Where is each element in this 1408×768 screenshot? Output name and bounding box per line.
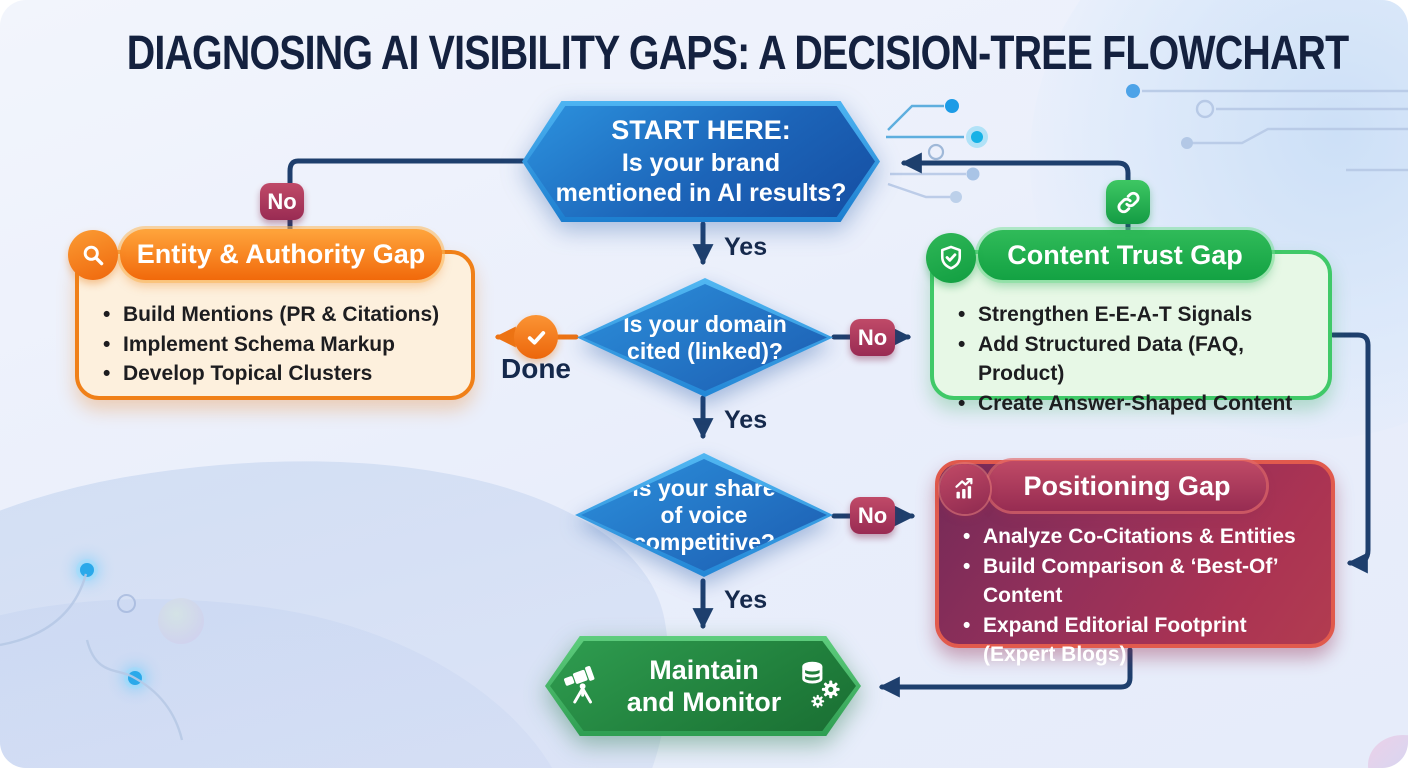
decision-text-line: of voice: [660, 501, 748, 528]
yes-label-1: Yes: [724, 233, 768, 261]
entity-gap-list: Build Mentions (PR & Citations) Implemen…: [79, 254, 471, 389]
connector-content-to-positioning: [1330, 332, 1371, 574]
positioning-gap-list: Analyze Co-Citations & Entities Build Co…: [939, 464, 1331, 670]
positioning-gap-title-text: Positioning Gap: [1023, 470, 1231, 501]
content-gap-title: Content Trust Gap: [978, 230, 1272, 280]
circuit-trace: [887, 182, 950, 199]
content-gap-title-text: Content Trust Gap: [1007, 239, 1243, 270]
done-label: Done: [501, 353, 571, 384]
decision-text-line: Is your domain: [623, 310, 787, 337]
decision-domain-cited: Is your domain cited (linked)?: [577, 278, 833, 397]
no-badge-bottom: No: [850, 497, 895, 534]
entity-gap-title: Entity & Authority Gap: [120, 229, 442, 280]
yes-label-3: Yes: [724, 586, 768, 614]
list-item: Expand Editorial Footprint (Expert Blogs…: [963, 611, 1317, 670]
list-item: Develop Topical Clusters: [103, 359, 453, 389]
list-item: Build Comparison & ‘Best-Of’ Content: [963, 552, 1317, 611]
yes-label-2: Yes: [724, 406, 768, 434]
no-badge-middle: No: [850, 319, 895, 356]
connector-content-loop-to-start: [900, 152, 1131, 235]
circuit-trace: [0, 573, 88, 647]
database-gears-icon: [795, 658, 847, 715]
circuit-ring: [927, 143, 945, 161]
start-node-question-line: Is your brand: [621, 149, 781, 177]
circuit-dot: [971, 131, 983, 143]
magnifier-icon: [68, 230, 118, 280]
maintain-text-line: Maintain: [649, 655, 759, 685]
page-title: DIAGNOSING AI VISIBILITY GAPS: A DECISIO…: [126, 27, 1349, 80]
list-item: Analyze Co-Citations & Entities: [963, 522, 1317, 552]
list-item: Build Mentions (PR & Citations): [103, 300, 453, 330]
connector-positioning-to-maintain: [878, 647, 1133, 698]
chart-up-icon: [940, 464, 990, 514]
start-node-question-line: mentioned in AI results?: [555, 179, 847, 207]
link-icon: [1106, 180, 1150, 224]
decision-text-line: cited (linked)?: [627, 337, 783, 364]
entity-gap-title-text: Entity & Authority Gap: [136, 239, 426, 269]
start-node-heading: START HERE:: [611, 115, 791, 145]
shield-check-icon: [926, 233, 976, 283]
connector-no-to-entity: [287, 158, 526, 237]
list-item: Create Answer-Shaped Content: [958, 389, 1310, 419]
no-badge-text: No: [857, 502, 888, 528]
maintain-monitor-node: Maintain and Monitor: [545, 636, 861, 736]
start-node: START HERE: Is your brand mentioned in A…: [522, 101, 880, 222]
done-check-icon: [514, 315, 558, 359]
no-badge-top: No: [260, 183, 304, 220]
list-item: Strengthen E-E-A-T Signals: [958, 300, 1310, 330]
list-item: Add Structured Data (FAQ, Product): [958, 330, 1310, 389]
list-item: Implement Schema Markup: [103, 330, 453, 360]
decision-share-of-voice: Is your share of voice competitive?: [575, 453, 833, 577]
no-badge-text: No: [267, 188, 297, 214]
circuit-dot: [945, 99, 959, 113]
circuit-trace-teal: [887, 104, 944, 131]
circuit-dot: [950, 191, 962, 203]
maintain-text-line: and Monitor: [626, 687, 782, 717]
positioning-gap-title: Positioning Gap: [988, 461, 1266, 511]
telescope-icon: [559, 657, 613, 716]
no-badge-text: No: [857, 324, 888, 350]
circuit-dot: [966, 167, 980, 181]
